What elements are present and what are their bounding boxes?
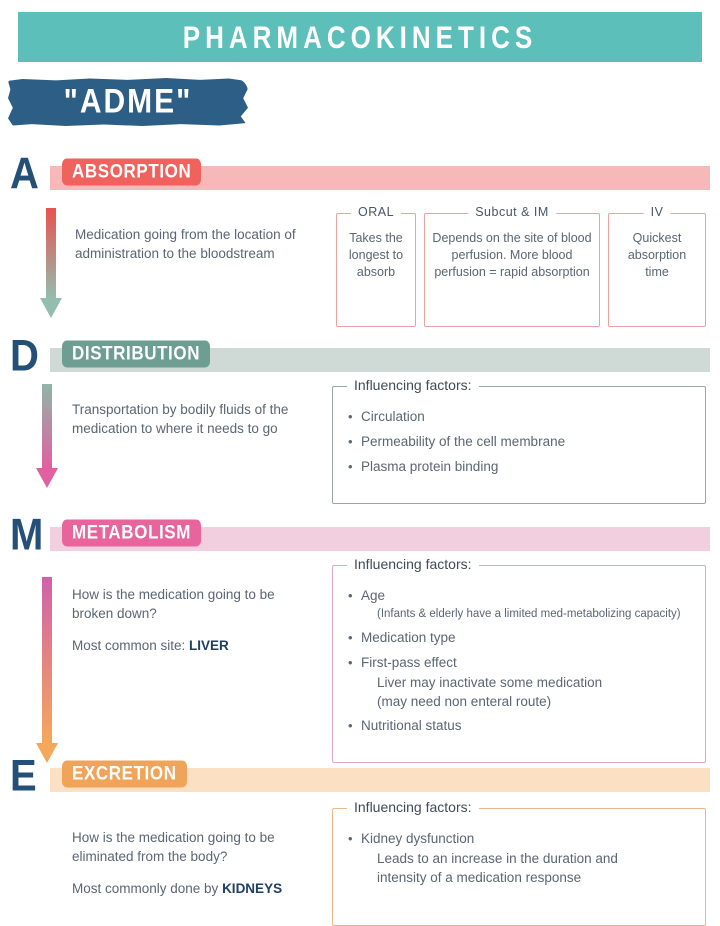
influencing-factors-metabolism: Influencing factors: Age (Infants & elde… — [332, 556, 706, 763]
section-letter-a: A — [10, 149, 39, 199]
route-box-oral: ORAL Takes the longest to absorb — [336, 205, 416, 327]
section-badge-distribution: DISTRIBUTION — [62, 340, 211, 368]
section-letter-e: E — [10, 751, 37, 801]
influencing-factors-distribution: Influencing factors: Circulation Permeab… — [332, 377, 706, 504]
route-box-subcut-im: Subcut & IM Depends on the site of blood… — [424, 205, 600, 327]
factor-list-metabolism: Age (Infants & elderly have a limited me… — [333, 566, 705, 736]
excretion-site: Most commonly done by KIDNEYS — [72, 881, 283, 896]
flow-arrow-absorption — [40, 208, 62, 318]
list-item: Permeability of the cell membrane — [348, 432, 705, 452]
metabolism-description: How is the medication going to be broken… — [72, 585, 282, 655]
route-text-oral: Takes the longest to absorb — [348, 231, 404, 279]
influencing-factors-legend: Influencing factors: — [347, 556, 479, 572]
list-item: Medication type — [348, 628, 705, 648]
influencing-factors-legend: Influencing factors: — [347, 799, 479, 815]
metabolism-description-line1: How is the medication going to be broken… — [72, 587, 275, 621]
influencing-factors-legend: Influencing factors: — [347, 377, 479, 393]
list-item: Plasma protein binding — [348, 457, 705, 477]
list-item: Nutritional status — [348, 716, 705, 736]
flow-arrow-metabolism — [36, 577, 58, 763]
page-title: PHARMACOKINETICS — [182, 18, 538, 55]
route-title-iv: IV — [643, 205, 671, 219]
excretion-description-line1: How is the medication going to be elimin… — [72, 830, 275, 864]
list-item-sub: (Infants & elderly have a limited med-me… — [377, 608, 681, 620]
list-item-sub: Liver may inactivate some medication (ma… — [377, 675, 603, 709]
absorption-description: Medication going from the location of ad… — [75, 227, 296, 261]
adme-label: "ADME" — [63, 82, 193, 121]
list-item: Age (Infants & elderly have a limited me… — [348, 586, 705, 623]
list-item-sub: Leads to an increase in the duration and… — [377, 851, 618, 885]
influencing-factors-excretion: Influencing factors: Kidney dysfunction … — [332, 799, 706, 926]
excretion-description: How is the medication going to be elimin… — [72, 828, 312, 898]
flow-arrow-distribution — [36, 384, 58, 488]
route-text-iv: Quickest absorption time — [627, 231, 687, 279]
distribution-description: Transportation by bodily fluids of the m… — [72, 402, 289, 436]
section-badge-metabolism: METABOLISM — [62, 519, 202, 547]
route-title-oral: ORAL — [350, 205, 402, 219]
adme-badge: "ADME" — [8, 78, 248, 126]
route-title-subcut-im: Subcut & IM — [468, 205, 556, 219]
section-letter-m: M — [10, 510, 44, 560]
route-box-iv: IV Quickest absorption time — [608, 205, 706, 327]
factor-list-distribution: Circulation Permeability of the cell mem… — [333, 387, 705, 477]
route-text-subcut-im: Depends on the site of blood perfusion. … — [432, 231, 592, 279]
list-item: Circulation — [348, 407, 705, 427]
section-badge-absorption: ABSORPTION — [62, 158, 202, 186]
list-item: Kidney dysfunction Leads to an increase … — [348, 829, 705, 887]
page-header-banner: PHARMACOKINETICS — [18, 12, 702, 62]
adme-brush-shape — [8, 78, 248, 126]
metabolism-site: Most common site: LIVER — [72, 638, 229, 653]
section-badge-excretion: EXCRETION — [62, 760, 187, 788]
list-item: First-pass effect Liver may inactivate s… — [348, 653, 705, 711]
factor-list-excretion: Kidney dysfunction Leads to an increase … — [333, 809, 705, 887]
section-letter-d: D — [10, 331, 39, 381]
